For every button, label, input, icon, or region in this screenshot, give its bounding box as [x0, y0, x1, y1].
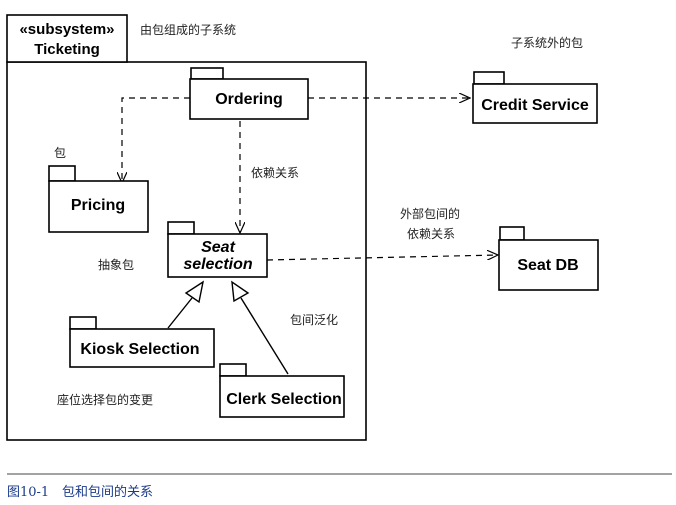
package-pricing[interactable]: Pricing — [48, 165, 149, 233]
note-external-dependency-line1: 外部包间的 — [400, 206, 460, 221]
dependency-edges — [122, 97, 498, 261]
figure-caption: 图10-1 包和包间的关系 — [7, 473, 672, 500]
subsystem-stereotype: «subsystem» — [19, 21, 114, 38]
package-body — [48, 180, 149, 233]
edge-clerk-generalization — [240, 297, 289, 375]
generalization-arrowhead-kiosk — [184, 280, 205, 304]
note-subsystem-of-packages: 由包组成的子系统 — [140, 22, 236, 37]
package-label: Pricing — [71, 197, 125, 214]
package-label-line2: selection — [183, 256, 253, 273]
package-label-line1: Seat — [201, 239, 235, 256]
annotations: 由包组成的子系统 子系统外的包 包 依赖关系 外部包间的 依赖关系 抽象包 包间… — [54, 22, 583, 407]
package-tab — [69, 316, 97, 330]
edge-kiosk-generalization — [167, 297, 193, 329]
package-credit-service[interactable]: Credit Service — [472, 71, 598, 124]
package-body — [167, 233, 268, 278]
package-clerk-selection[interactable]: Clerk Selection — [219, 363, 345, 418]
package-label: Clerk Selection — [226, 391, 342, 408]
package-label: Ordering — [215, 91, 283, 108]
package-body — [498, 239, 599, 291]
edge-seat-selection-seat-db — [266, 255, 498, 261]
package-tab — [48, 165, 76, 182]
package-tab — [167, 221, 195, 235]
generalization-edges — [167, 280, 289, 375]
package-ordering[interactable]: Ordering — [189, 67, 309, 120]
package-tab — [473, 71, 505, 85]
caption-text: 包和包间的关系 — [62, 484, 153, 500]
note-generalization: 包间泛化 — [290, 313, 338, 327]
note-variants: 座位选择包的变更 — [57, 392, 153, 407]
package-label: Kiosk Selection — [80, 341, 199, 358]
note-abstract-package: 抽象包 — [98, 258, 134, 272]
caption-label: 图10-1 — [7, 485, 49, 500]
package-body — [69, 328, 215, 368]
package-body — [472, 83, 598, 124]
package-label: Seat DB — [517, 257, 578, 274]
note-dependency: 依赖关系 — [251, 165, 299, 180]
package-body — [189, 78, 309, 120]
edge-ordering-pricing — [122, 97, 190, 183]
package-seat-db[interactable]: Seat DB — [498, 226, 599, 291]
note-external-package: 子系统外的包 — [511, 35, 583, 50]
subsystem-tab — [6, 14, 128, 63]
package-tab — [190, 67, 224, 80]
subsystem-ticketing: «subsystem» Ticketing — [6, 14, 367, 441]
subsystem-name: Ticketing — [34, 41, 100, 58]
package-body — [219, 375, 345, 418]
generalization-arrowhead-clerk — [231, 280, 250, 303]
package-tab — [219, 363, 247, 377]
package-seat-selection[interactable]: Seat selection — [167, 221, 268, 278]
package-tab — [499, 226, 525, 241]
note-external-dependency-line2: 依赖关系 — [407, 226, 455, 241]
package-label: Credit Service — [481, 97, 589, 114]
note-package: 包 — [54, 146, 66, 160]
package-kiosk-selection[interactable]: Kiosk Selection — [69, 316, 215, 368]
